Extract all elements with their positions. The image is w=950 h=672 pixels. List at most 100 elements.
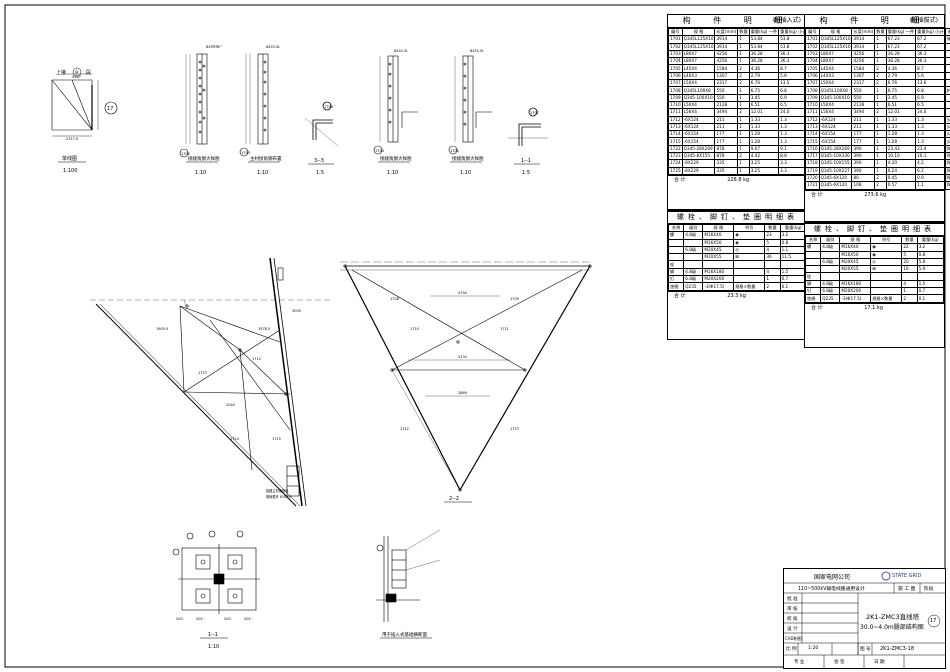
- bolt-left-row-cell: 4: [764, 267, 781, 277]
- parts-right-row-cell: 1.3: [915, 122, 946, 132]
- leg-foot-note-1: 接腿主材接基础: [266, 488, 288, 493]
- bolt-left-row-cell: 钉: [667, 275, 685, 284]
- parts-right-row-cell: 1.1: [915, 181, 946, 190]
- parts-right-h2: 长度(mm): [851, 27, 876, 37]
- parts-right-body: 1701Q345L125X103914167.2367.2接腿材1702Q345…: [805, 35, 950, 190]
- bolt-right-row-cell: [916, 272, 945, 281]
- view1-scale: 1:10: [195, 170, 206, 176]
- parts-right-row-cell: 1712: [805, 115, 820, 124]
- bolt-right-h2: 规 格: [839, 235, 872, 245]
- parts-left-row-cell: 1: [737, 137, 750, 146]
- bolt-right-total: 17.1 kg: [864, 304, 883, 311]
- parts-left-row-cell: 4256: [714, 49, 739, 59]
- parts-right-row-cell: [944, 57, 950, 66]
- section33-title: 3--3: [314, 158, 324, 164]
- parts-right-row-cell: 1.3: [915, 137, 946, 146]
- section-1-1: [508, 107, 548, 146]
- bolt-right-row-cell: 栓: [804, 272, 822, 281]
- bolt-right-row-cell: ⊠: [870, 265, 903, 274]
- parts-right-row-cell: 1721: [805, 181, 820, 190]
- bolt-right-row-cell: 4.8级: [820, 279, 841, 289]
- bolt-left-row-cell: 规格×数量: [733, 282, 766, 291]
- bolt-left-row-cell: [733, 267, 766, 277]
- parts-right-row-cell: -6X154: [818, 130, 853, 139]
- tb-bottom-3: 日 期: [874, 660, 885, 665]
- base-dim-1: 200: [176, 617, 183, 621]
- parts-left-row-cell: 1: [737, 115, 750, 124]
- parts-left-row-cell: 2: [737, 64, 750, 73]
- angle-detail-view-5: [448, 55, 492, 155]
- parts-right-row-cell: 36.28: [885, 57, 917, 66]
- parts-left-row-cell: Q345-28X269: [681, 144, 716, 154]
- bolt-left-h0: 名称: [667, 223, 685, 233]
- parts-right-row-cell: 2.79: [885, 71, 917, 81]
- parts-left-row-cell: L50X4: [681, 100, 716, 110]
- parts-right-row-cell: 1711: [805, 108, 820, 117]
- parts-left-row-cell: Q345-8X155: [681, 152, 716, 161]
- parts-right-row-cell: 1708: [805, 86, 820, 95]
- bolt-right-row-cell: 螺: [804, 243, 822, 252]
- parts-left-row-cell: 1.28: [748, 137, 780, 146]
- parts-left-row-cell: 1722: [668, 144, 683, 154]
- parts-right-row-cell: 1720: [805, 173, 820, 183]
- plan22-label-4: 1708: [390, 297, 399, 301]
- parts-left-row-cell: 3914: [714, 35, 739, 44]
- bolt-right-row-cell: ◉: [870, 243, 903, 252]
- parts-right-row-cell: 3494: [851, 108, 876, 117]
- view2-dim-length: 8453.5L: [266, 45, 280, 49]
- title-block: 国家电网公司 STATE GRID 110~500kV输电线路通用设计 施 工 …: [783, 568, 946, 669]
- parts-right-row-cell: L80X7: [818, 57, 853, 66]
- bolt-left-row-cell: [733, 275, 766, 284]
- bolt-left-total-label: 合 计: [674, 292, 686, 299]
- parts-left-row-cell: 211: [714, 122, 739, 132]
- parts-left-row-cell: 335: [714, 166, 739, 175]
- bolt-left-row-cell: ◉: [733, 231, 766, 240]
- parts-right-row-cell: -6X154: [818, 137, 853, 146]
- parts-right-total-label: 合 计: [811, 191, 823, 198]
- state-grid-logo-icon: [881, 571, 891, 581]
- parts-right-row-cell: 2128: [851, 100, 876, 110]
- bolt-right-row-cell: [820, 250, 841, 259]
- parts-left-row-cell: 6.76: [748, 79, 780, 88]
- parts-right-row-cell: [944, 108, 950, 117]
- parts-right-row-cell: 3914: [851, 42, 876, 51]
- parts-left-row-cell: 878: [714, 152, 739, 161]
- parts-right-row-cell: 1: [874, 49, 887, 59]
- parts-right-row-cell: 1584: [851, 64, 876, 73]
- parts-right-row-cell: 1: [874, 152, 887, 161]
- parts-left-row-cell: 1: [737, 122, 750, 132]
- parts-right-row-cell: 焊接: [944, 166, 950, 175]
- parts-right-row-cell: 1: [874, 93, 887, 102]
- parts-right-row-cell: 1: [874, 42, 887, 51]
- view2-num: 1703: [241, 151, 250, 155]
- parts-right-row-cell: L40X3: [818, 71, 853, 81]
- bolt-left-row-cell: 垫圈: [667, 282, 685, 291]
- bolt-left-row-cell: [779, 260, 808, 269]
- single-line-top-suffix: 段: [86, 69, 91, 76]
- parts-right-row-cell: 550: [851, 93, 876, 102]
- parts-right-row-cell: [944, 64, 950, 73]
- bolt-right-row-cell: 5.9: [916, 265, 945, 274]
- bolt-left-row-cell: [667, 253, 685, 262]
- parts-left-row-cell: 1709: [668, 93, 683, 102]
- bolt-left-h2: 规 格: [702, 223, 735, 233]
- parts-right-row-cell: Q345-10X330: [818, 152, 853, 161]
- parts-right-row-cell: 6.76: [885, 79, 917, 88]
- base-dim-2: 200: [196, 617, 203, 621]
- base-detail-title: 用于插入式基础横断面: [382, 631, 427, 638]
- parts-left-row-cell: 3.25: [748, 166, 780, 175]
- parts-right-row-cell: 5.6: [915, 71, 946, 81]
- base-plan-1-1: [172, 530, 260, 614]
- view5-title: 接腿角钢大样图: [452, 155, 484, 162]
- bolt-right-row-cell: 规格×数量: [870, 294, 903, 303]
- parts-left-row-cell: 6.51: [748, 100, 780, 110]
- tb-drawing-title-1: 2K1-ZMC3直线塔: [866, 613, 920, 621]
- leg-foot-note-2: 基础根开 8352.5: [266, 494, 291, 499]
- bolt-left-row-cell: 1.5: [779, 267, 808, 277]
- parts-right-row-cell: 1: [874, 122, 887, 132]
